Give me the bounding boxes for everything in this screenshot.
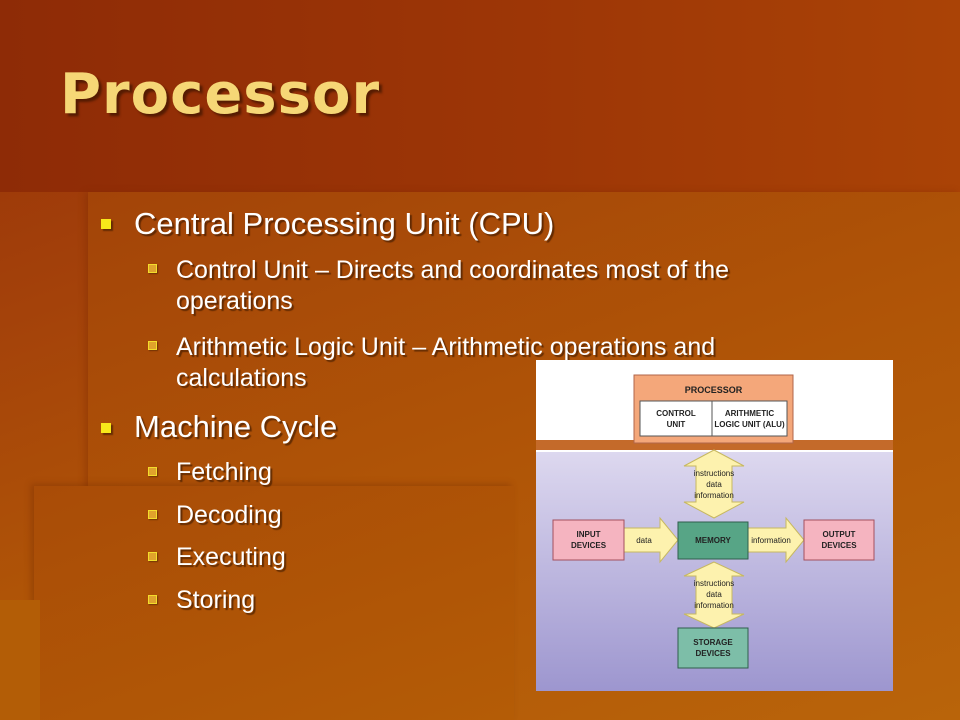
processor-label: PROCESSOR bbox=[684, 385, 743, 395]
control-unit-label: CONTROL UNIT bbox=[656, 409, 696, 429]
arrow-memory-output bbox=[747, 516, 805, 564]
bullet-cpu: Central Processing Unit (CPU) bbox=[134, 206, 555, 241]
output-devices-label: OUTPUT DEVICES bbox=[821, 530, 857, 550]
bullet-decoding: Decoding bbox=[176, 501, 282, 529]
sub-bullet-marker bbox=[148, 264, 157, 273]
flow-label-top: instructions data information bbox=[693, 469, 735, 500]
bullet-machine-cycle: Machine Cycle bbox=[134, 409, 338, 444]
storage-devices-box bbox=[677, 627, 749, 669]
sub-bullet-marker bbox=[148, 510, 157, 519]
bullet-marker bbox=[101, 423, 111, 433]
bullet-marker bbox=[101, 219, 111, 229]
sub-bullet-marker bbox=[148, 595, 157, 604]
bullet-alu: Arithmetic Logic Unit – Arithmetic opera… bbox=[176, 333, 716, 392]
bullet-storing: Storing bbox=[176, 586, 256, 614]
bullet-control-unit: Control Unit – Directs and coordinates m… bbox=[176, 256, 730, 315]
output-devices-box bbox=[803, 519, 875, 561]
sub-bullet-marker bbox=[148, 467, 157, 476]
sub-bullet-marker bbox=[148, 552, 157, 561]
bullet-fetching: Fetching bbox=[176, 458, 272, 486]
slide-title: Processor bbox=[60, 62, 381, 127]
storage-devices-label: STORAGE DEVICES bbox=[693, 638, 733, 658]
input-devices-label: INPUT DEVICES bbox=[570, 530, 607, 550]
arrow-processor-memory bbox=[683, 449, 745, 519]
background-panel-lower bbox=[34, 486, 514, 720]
memory-label: MEMORY bbox=[695, 536, 731, 545]
flow-label-right: information bbox=[751, 536, 791, 545]
diagram-divider-bar bbox=[536, 440, 893, 450]
arrow-input-memory bbox=[623, 516, 679, 564]
memory-box bbox=[677, 521, 749, 560]
input-devices-box bbox=[552, 519, 625, 561]
diagram-graphics bbox=[536, 360, 893, 691]
flow-label-left: data bbox=[636, 536, 652, 545]
alu-label: ARITHMETIC LOGIC UNIT (ALU) bbox=[714, 409, 785, 429]
sub-bullet-marker bbox=[148, 341, 157, 350]
bullet-executing: Executing bbox=[176, 543, 286, 571]
processor-diagram: PROCESSOR CONTROL UNIT ARITHMETIC LOGIC … bbox=[536, 360, 893, 691]
background-panel-edge bbox=[0, 600, 40, 720]
title-band bbox=[0, 0, 960, 192]
control-unit-box bbox=[639, 400, 713, 437]
flow-label-bottom: instructions data information bbox=[693, 579, 735, 610]
alu-box bbox=[711, 400, 788, 437]
